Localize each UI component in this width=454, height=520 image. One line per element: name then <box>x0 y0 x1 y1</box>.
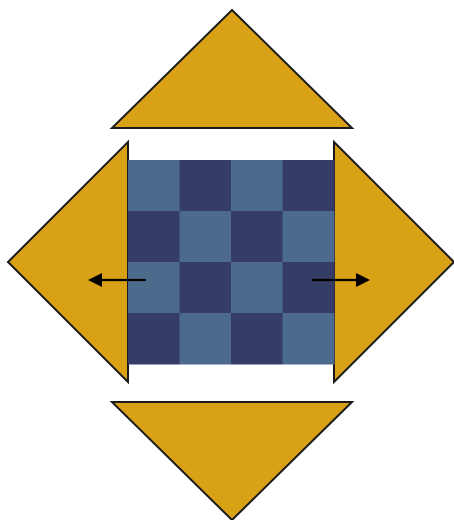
light-tile <box>180 313 232 365</box>
dark-tile <box>283 160 335 212</box>
light-tile <box>128 262 180 314</box>
light-tile <box>231 160 283 212</box>
checkerboard-square <box>128 160 335 365</box>
dark-tile <box>128 313 180 365</box>
light-tile <box>180 211 232 263</box>
bottom-triangle <box>112 402 352 520</box>
light-tile <box>231 262 283 314</box>
light-tile <box>283 313 335 365</box>
right-triangle <box>334 142 454 382</box>
top-triangle <box>112 10 352 128</box>
dark-tile <box>180 160 232 212</box>
left-triangle <box>8 142 128 382</box>
dark-tile <box>231 211 283 263</box>
dark-tile <box>283 262 335 314</box>
dark-tile <box>180 262 232 314</box>
dark-tile <box>231 313 283 365</box>
light-tile <box>128 160 180 212</box>
dark-tile <box>128 211 180 263</box>
light-tile <box>283 211 335 263</box>
